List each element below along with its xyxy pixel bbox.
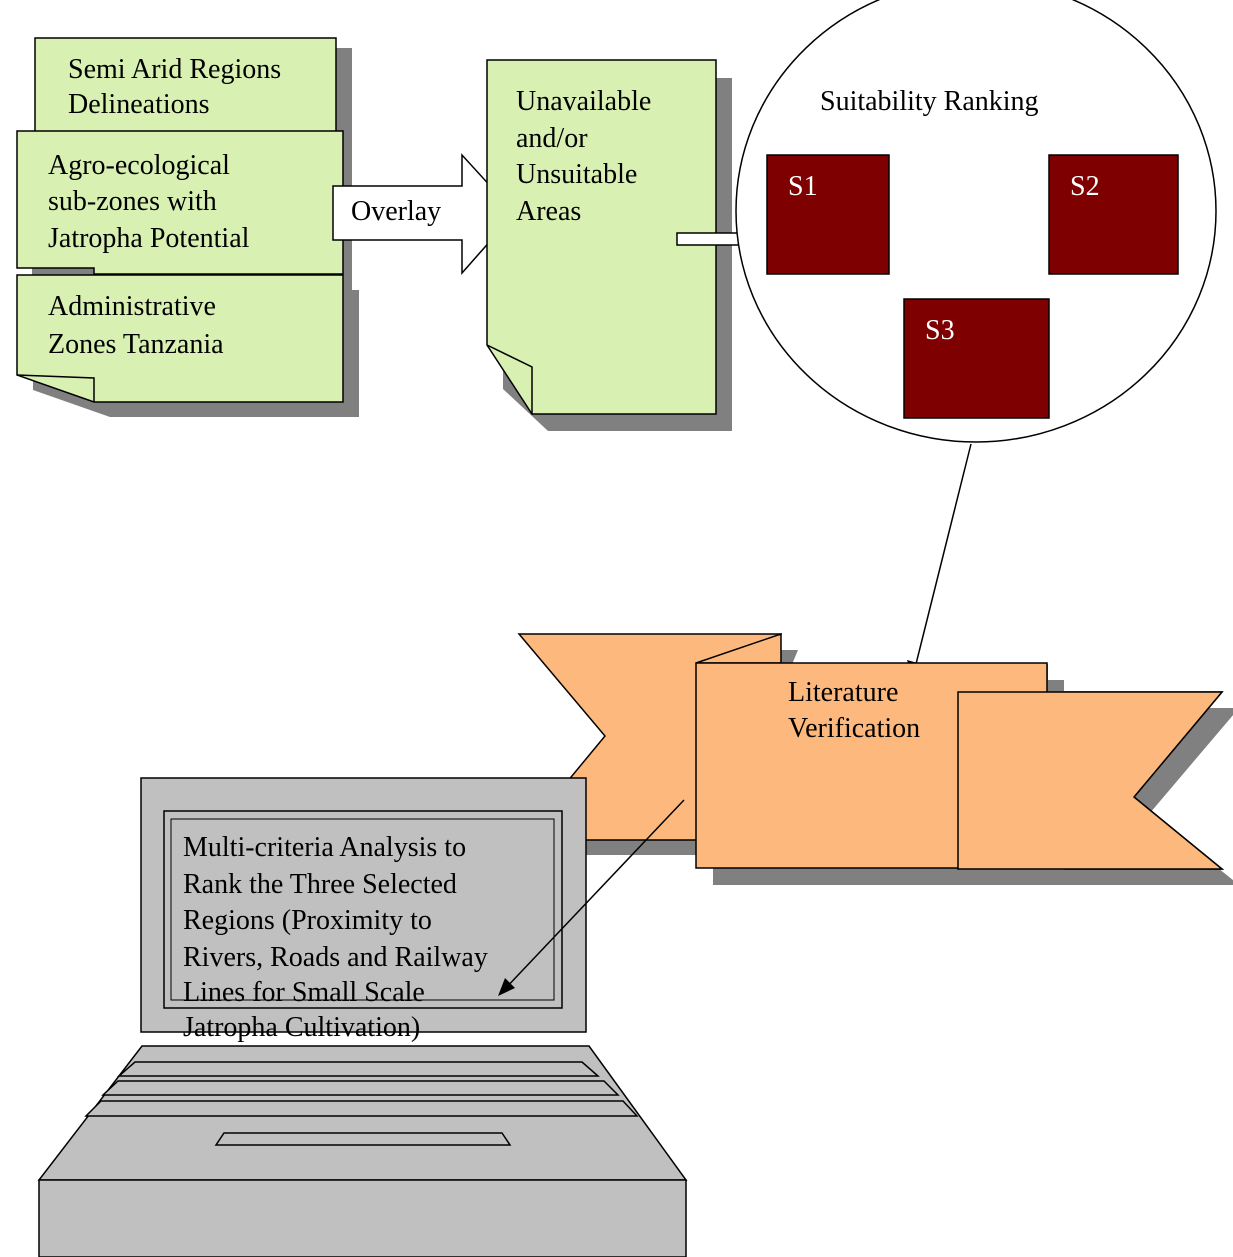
doc2-line-0: Agro-ecological (48, 150, 230, 181)
literature-line-1: Verification (788, 713, 920, 744)
connector-line-2 (501, 799, 685, 993)
laptop-front-edge (38, 1179, 687, 1257)
rank-box-s3 (903, 298, 1050, 419)
doc-semi-arid: Semi Arid Regions Delineations (34, 37, 352, 148)
document-icon: Unavailable and/or Unsuitable Areas (486, 59, 732, 431)
doc1-line-0: Semi Arid Regions (68, 54, 281, 85)
doc-administrative: Administrative Zones Tanzania (16, 274, 359, 417)
keyboard-row-3 (84, 1100, 639, 1117)
laptop-icon: Multi-criteria Analysis to Rank the Thre… (37, 777, 688, 1257)
keyboard-row-2 (101, 1080, 620, 1096)
connector-arrowhead-2 (498, 978, 515, 996)
literature-line-0: Literature (788, 677, 898, 708)
output-doc-body (486, 59, 717, 415)
keyboard-row-1 (117, 1061, 600, 1077)
doc-body (16, 274, 344, 403)
doc-fold (16, 374, 95, 402)
rank-label-s1: S1 (788, 171, 818, 202)
output-doc-line-0: Unavailable (516, 86, 651, 117)
laptop-screen-inner (170, 818, 555, 1001)
output-doc-line-1: and/or (516, 123, 588, 154)
doc3-line-0: Administrative (48, 291, 216, 322)
rank-label-s3: S3 (925, 315, 955, 346)
ranking-circle (735, 0, 1217, 443)
doc2-line-2: Jatropha Potential (48, 223, 250, 254)
banner-right-front (957, 691, 1225, 870)
keyboard-spacebar (214, 1132, 512, 1146)
doc2-line-1: sub-zones with (48, 186, 217, 217)
output-doc-line-2: Unsuitable (516, 159, 637, 190)
circle-icon: Suitability Ranking S1 S2 S3 (735, 0, 1217, 443)
doc-agro-ecological: Agro-ecological sub-zones with Jatropha … (16, 130, 352, 290)
block-arrow-icon: Overlay (332, 153, 517, 275)
analysis-line-2: Regions (Proximity to (183, 905, 432, 936)
ranking-title: Suitability Ranking (820, 86, 1039, 117)
doc1-line-1: Delineations (68, 89, 210, 120)
document-stack-icon: Semi Arid Regions Delineations Agro-ecol… (16, 37, 359, 417)
connector-line (912, 443, 972, 677)
output-doc-line-3: Areas (516, 196, 581, 227)
output-doc-fold (486, 344, 533, 414)
rank-box-s1 (766, 154, 890, 275)
analysis-line-3: Rivers, Roads and Railway (183, 942, 488, 973)
rank-label-s2: S2 (1070, 171, 1100, 202)
analysis-line-5: Jatropha Cultivation) (183, 1012, 420, 1043)
rank-box-s2 (1048, 154, 1179, 275)
analysis-line-0: Multi-criteria Analysis to (183, 832, 466, 863)
analysis-line-1: Rank the Three Selected (183, 869, 457, 900)
overlay-label: Overlay (351, 196, 441, 227)
doc3-line-1: Zones Tanzania (48, 329, 224, 360)
banner-icon: Literature Verification (517, 632, 1233, 885)
analysis-line-4: Lines for Small Scale (183, 977, 425, 1008)
doc-body (16, 130, 344, 275)
